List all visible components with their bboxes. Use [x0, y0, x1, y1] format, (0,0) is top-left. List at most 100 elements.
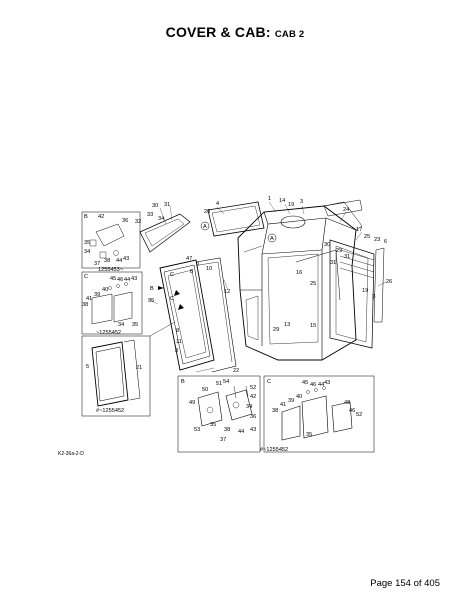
- callout-42: 39: [94, 292, 100, 298]
- callout-47c: 44: [238, 429, 244, 435]
- callout-50: 47: [186, 256, 192, 262]
- callout-13: 12: [224, 289, 230, 295]
- detail-box-window: [81, 335, 151, 417]
- callout-35: 34: [84, 249, 90, 255]
- callout-55b: 52: [356, 412, 362, 418]
- callout-36b: 35: [306, 432, 312, 438]
- callout-17: 16: [296, 270, 302, 276]
- callout-9b: 8: [175, 348, 178, 354]
- callout-36: 35: [132, 322, 138, 328]
- callout-3: 3: [300, 199, 303, 205]
- callout-19: 19: [362, 288, 368, 294]
- callout-26: 25: [364, 234, 370, 240]
- page-number: Page 154 of 405: [370, 578, 440, 589]
- callout-37b: 35: [210, 422, 216, 428]
- callout-49b: 46: [310, 382, 316, 388]
- callout-51: 48: [344, 400, 350, 406]
- callout-29b: 30: [324, 242, 330, 248]
- title-main: COVER & CAB:: [165, 24, 271, 40]
- title-subtitle: CAB 2: [274, 29, 305, 40]
- callout-43b: 40: [296, 394, 302, 400]
- serial-note-3: #~1255452: [96, 408, 124, 414]
- roof-glass: [207, 201, 265, 237]
- callout-35b: 34: [118, 322, 124, 328]
- callout-8: 8: [176, 328, 179, 334]
- callout-26b: 25: [310, 281, 316, 287]
- callout-47: 44: [116, 258, 122, 264]
- callout-56: 53: [194, 427, 200, 433]
- callout-41b: 38: [272, 408, 278, 414]
- callout-30b: 31: [344, 254, 350, 260]
- callout-54: 51: [216, 381, 222, 387]
- callout-55: 52: [250, 385, 256, 391]
- detail-c-marker-door-2: C: [170, 296, 174, 302]
- window-panel: [91, 341, 129, 407]
- callout-21: 20: [204, 209, 210, 215]
- callout-27: 26: [386, 279, 392, 285]
- callout-48b: 45: [302, 380, 308, 386]
- callout-12: 11: [176, 339, 182, 345]
- callout-2: 2: [372, 294, 375, 300]
- callout-28: 29: [336, 248, 342, 254]
- callout-23: 23: [374, 237, 380, 243]
- callout-14: 13: [284, 322, 290, 328]
- callout-43: 40: [102, 287, 108, 293]
- callout-48: 45: [110, 276, 116, 282]
- detail-c-marker-door: C: [170, 272, 174, 278]
- callout-39: 37: [94, 261, 100, 267]
- callout-46d: 43: [324, 380, 330, 386]
- detail-a-letter-2: A: [270, 236, 274, 242]
- callout-46c: 43: [250, 427, 256, 433]
- callout-15: 14: [279, 198, 285, 204]
- seal-strip: [195, 257, 237, 373]
- callout-41: 38: [82, 302, 88, 308]
- callout-40b: 38: [224, 427, 230, 433]
- callout-44b: 41: [280, 402, 286, 408]
- callout-46b: 43: [131, 276, 137, 282]
- callout-11: 10: [206, 266, 212, 272]
- callout-22: 21: [136, 365, 142, 371]
- callout-6: 6: [384, 239, 387, 245]
- callout-4: 4: [216, 201, 219, 207]
- detail-b-label-top: B: [84, 214, 88, 220]
- callout-47d: 44: [318, 382, 324, 388]
- detail-a-letter-1: A: [203, 224, 207, 230]
- serial-note-4: #~1255452: [260, 447, 288, 453]
- detail-a-marker-2: [267, 233, 277, 243]
- serial-note-2: ~1255452: [96, 330, 121, 336]
- callout-35c: 34: [246, 404, 252, 410]
- callout-24: 22: [233, 368, 239, 374]
- callout-47b: 44: [124, 277, 130, 283]
- callout-38b: 36: [250, 414, 256, 420]
- detail-box-c-left: [81, 271, 143, 335]
- callout-5: 5: [86, 364, 89, 370]
- detail-b-marker-door: B: [150, 286, 154, 292]
- callout-10: 9: [196, 262, 199, 268]
- page-title: COVER & CAB: CAB 2: [0, 24, 470, 40]
- detail-a-marker-1: [200, 221, 210, 231]
- callout-30c: 31: [330, 260, 336, 266]
- callout-49: 46: [117, 277, 123, 283]
- cab-body: [237, 205, 357, 361]
- callout-57: 54: [223, 379, 229, 385]
- callout-25: 24: [343, 207, 349, 213]
- detail-box-c-right: [263, 375, 375, 453]
- callout-9: 8: [190, 269, 193, 275]
- roof-hatch: [280, 215, 306, 229]
- callout-52: 49: [189, 400, 195, 406]
- callout-1: 1: [268, 196, 271, 202]
- door-frame: [159, 259, 215, 371]
- callout-42b: 39: [288, 398, 294, 404]
- callout-33: 34: [158, 216, 164, 222]
- callout-38: 36: [122, 218, 128, 224]
- detail-box-b-bottom: [177, 375, 261, 453]
- callout-40: 38: [104, 258, 110, 264]
- detail-c-label-right: C: [267, 379, 271, 385]
- callout-37: 35: [84, 240, 90, 246]
- detail-b-label-bottom: B: [181, 379, 185, 385]
- callout-45: 42: [98, 214, 104, 220]
- callout-32: 33: [147, 212, 153, 218]
- callout-28b: 29: [273, 327, 279, 333]
